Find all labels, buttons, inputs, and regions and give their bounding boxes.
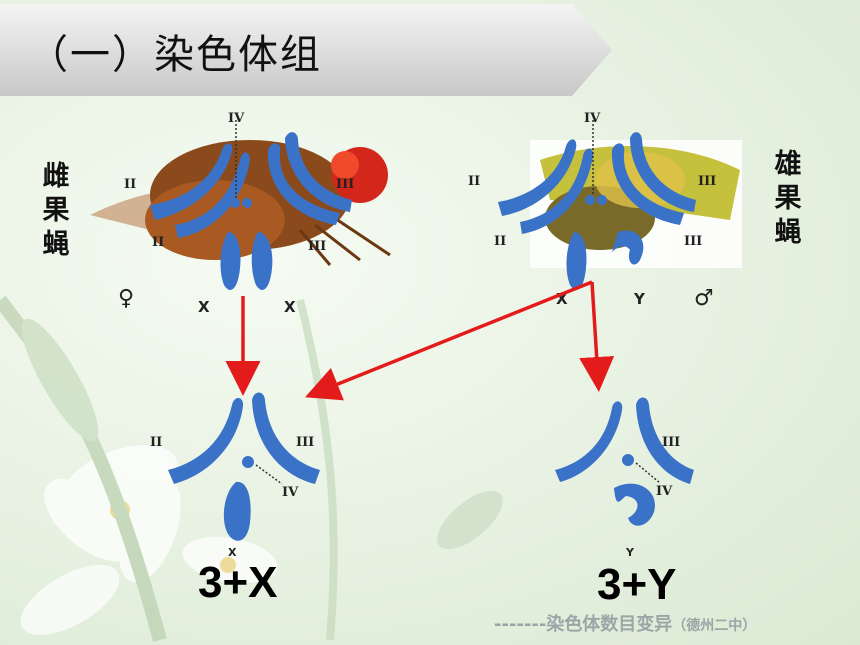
female-chromosomes xyxy=(150,132,352,290)
chromosome-x-male xyxy=(566,232,587,290)
label-iii-lower-female: III xyxy=(308,239,326,254)
label-iii-right-male: III xyxy=(698,174,716,189)
label-ii-left-female: II xyxy=(124,177,136,192)
decorative-flowers xyxy=(0,295,503,642)
gamete-right-iv-pointer xyxy=(635,462,661,484)
gamete-left-label-iii: III xyxy=(296,435,314,450)
gamete-right-chromosomes xyxy=(555,397,694,526)
chromosome-iii-left-female xyxy=(267,143,340,225)
footer-caption: -------染色体数目变异（德州二中） xyxy=(494,610,756,636)
formula-right: 3+Y xyxy=(597,560,677,609)
label-ii-lower-male: II xyxy=(494,234,506,249)
gamete-right-label-iv: IV xyxy=(656,484,673,499)
gamete-left-ii xyxy=(168,397,244,484)
chromosome-iii-right-female xyxy=(285,132,352,212)
gamete-left-label-iv: IV xyxy=(282,485,299,500)
male-fly-label: 雄果蝇 xyxy=(774,149,802,248)
chromosome-ii-left-male xyxy=(498,139,577,216)
gamete-right-y xyxy=(614,483,655,526)
label-iv-male: IV xyxy=(584,111,601,126)
arrow-male-x-to-gamete xyxy=(305,280,593,401)
gamete-left-iv xyxy=(242,456,254,468)
chromosome-ii-left-female xyxy=(150,143,233,220)
label-iii-right-female: III xyxy=(336,177,354,192)
chromosome-y-male xyxy=(612,230,644,265)
gamete-right-label-iii: III xyxy=(662,435,680,450)
male-chromosomes xyxy=(498,132,696,290)
gamete-left-iii xyxy=(252,392,320,484)
gamete-left-label-x: X xyxy=(228,546,237,559)
label-x-right-female: X xyxy=(284,298,296,316)
label-iii-lower-male: III xyxy=(684,234,702,249)
label-x-left-female: X xyxy=(198,298,210,316)
page-title: （一）染色体组 xyxy=(28,32,322,78)
chromosome-iv-left-male xyxy=(585,195,595,205)
chromosome-x-left-female xyxy=(220,232,241,290)
footer-dashes: ------- xyxy=(494,614,547,635)
gamete-right-ii xyxy=(555,401,623,482)
gamete-right-iii xyxy=(636,397,694,484)
female-fly-label: 雌果蝇 xyxy=(42,161,70,260)
gamete-left-chromosomes xyxy=(168,392,320,541)
gamete-left-x xyxy=(223,481,251,541)
label-y-male: Y xyxy=(633,290,646,308)
gamete-right-label-y: Y xyxy=(625,546,635,559)
chromosome-iv-right-female xyxy=(242,198,252,208)
chromosome-iii-right-male xyxy=(630,132,696,212)
gamete-right-iv xyxy=(622,454,634,466)
chromosome-iv-right-male xyxy=(597,195,607,205)
chromosome-iv-left-female xyxy=(230,198,240,208)
formula-left: 3+X xyxy=(198,558,278,607)
title-bar xyxy=(0,4,612,96)
footer-school: （德州二中） xyxy=(672,618,757,634)
chromosome-x-right-female xyxy=(251,232,273,290)
label-iv-female: IV xyxy=(228,111,245,126)
female-symbol: ♀ xyxy=(118,286,134,311)
arrows xyxy=(225,280,615,401)
gamete-left-iv-pointer xyxy=(255,464,283,485)
male-symbol: ♂ xyxy=(694,286,714,311)
label-ii-left-male: II xyxy=(468,174,480,189)
chromosome-ii-right-female xyxy=(175,152,250,238)
arrow-male-y-to-gamete xyxy=(579,281,615,392)
footer-main: 染色体数目变异 xyxy=(546,614,673,635)
label-ii-lower-female: II xyxy=(152,235,164,250)
gamete-left-label-ii: II xyxy=(150,435,162,450)
chromosome-iii-left-male xyxy=(611,143,684,225)
chromosome-ii-right-male xyxy=(520,148,594,234)
